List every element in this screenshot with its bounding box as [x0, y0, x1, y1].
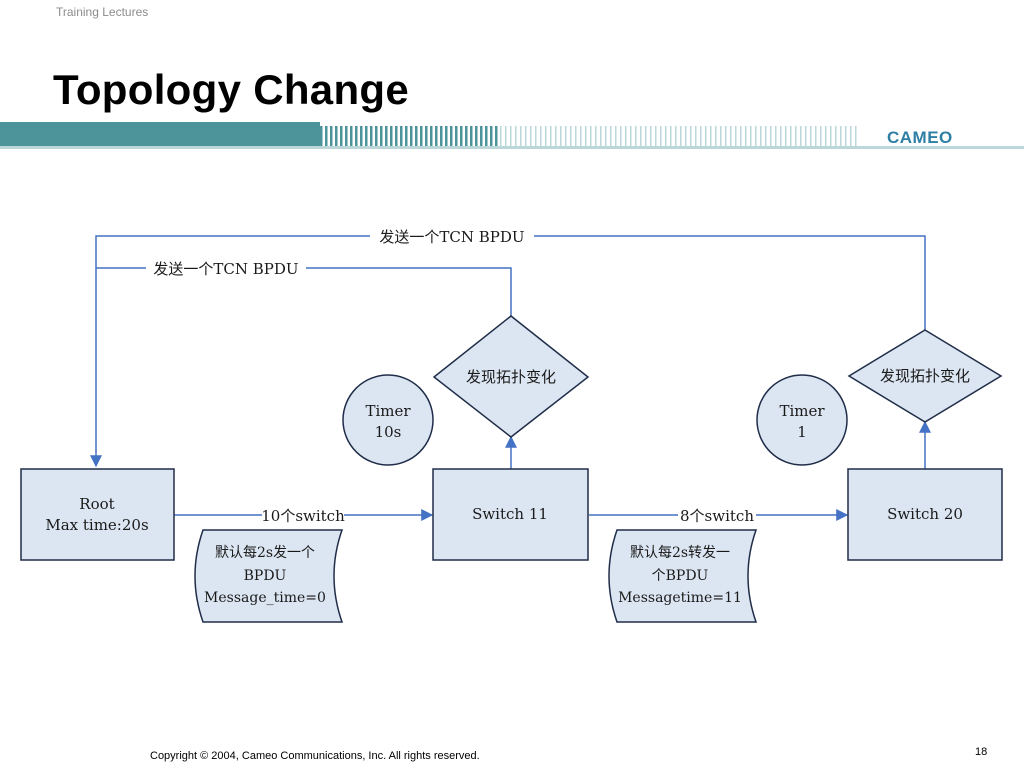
header-label: Training Lectures — [56, 5, 149, 19]
doc-root: 默认每2s发一个 BPDU Message_time=0 — [194, 529, 344, 623]
doc2-line1: 默认每2s转发一 — [630, 545, 730, 561]
doc1-line2: BPDU — [244, 568, 287, 584]
timer-switch20: Timer 1 — [756, 374, 848, 466]
slide-title: Topology Change — [53, 66, 410, 113]
footer-copyright: Copyright © 2004, Cameo Communications, … — [150, 750, 480, 762]
switch20-label: Switch 20 — [887, 505, 963, 523]
switch20-box: Switch 20 — [847, 468, 1003, 561]
timer2-line2: 1 — [797, 423, 807, 441]
link1-label: 10个switch — [261, 507, 345, 525]
doc1-line3: Message_time=0 — [204, 590, 326, 606]
tcn-label-second: 发送一个TCN BPDU — [153, 260, 298, 278]
link2-label: 8个switch — [680, 507, 754, 525]
brand-logo: CAMEO — [887, 128, 953, 147]
diamond2-label: 发现拓扑变化 — [880, 367, 970, 385]
doc-switch11: 默认每2s转发一 个BPDU Messagetime=11 — [608, 529, 758, 623]
switch11-label: Switch 11 — [472, 505, 548, 523]
doc2-line2: 个BPDU — [652, 568, 709, 584]
doc1-line1: 默认每2s发一个 — [215, 545, 315, 561]
timer2-line1: Timer — [779, 402, 825, 420]
diamond-switch11: 发现拓扑变化 — [432, 315, 590, 438]
diamond1-label: 发现拓扑变化 — [466, 368, 556, 386]
root-box-line2: Max time:20s — [45, 516, 148, 534]
switch11-box: Switch 11 — [432, 468, 589, 561]
tcn-label-top: 发送一个TCN BPDU — [379, 228, 524, 246]
root-box-line1: Root — [79, 495, 114, 513]
diamond-switch20: 发现拓扑变化 — [847, 329, 1003, 423]
page-number: 18 — [975, 746, 988, 758]
timer-switch11: Timer 10s — [342, 374, 434, 466]
doc2-line3: Messagetime=11 — [618, 590, 742, 606]
root-box: Root Max time:20s — [20, 468, 175, 561]
timer1-line1: Timer — [365, 402, 411, 420]
timer1-line2: 10s — [375, 423, 402, 441]
title-band — [0, 122, 1024, 149]
